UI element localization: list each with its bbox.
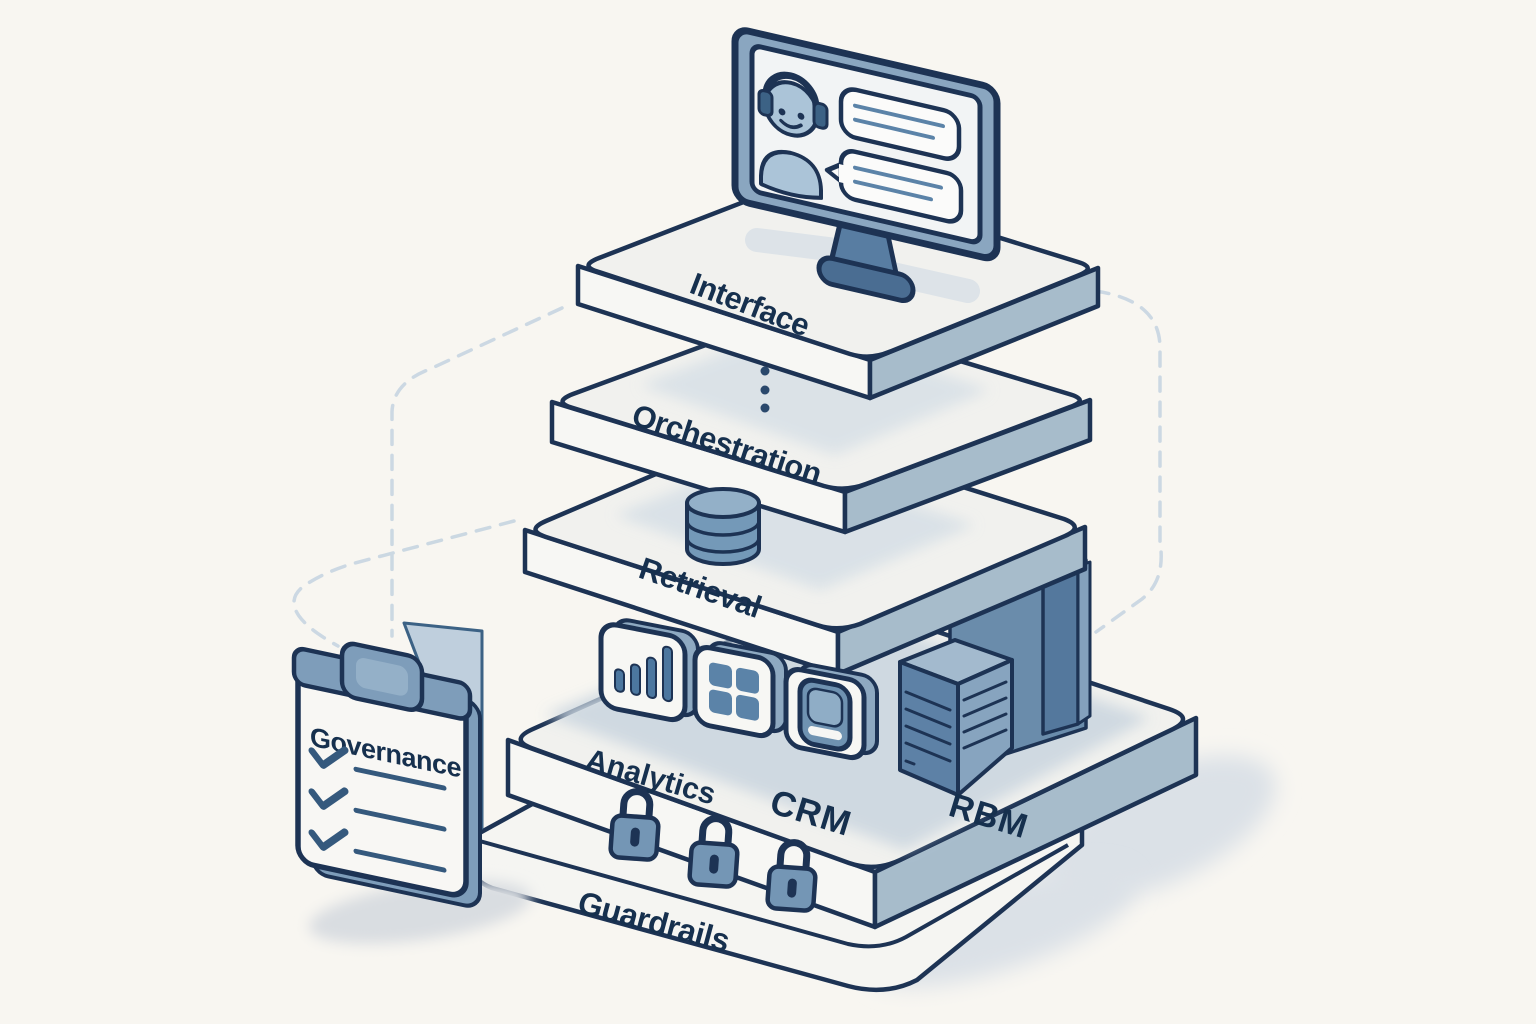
clipboard-clip-inner [356, 658, 408, 696]
check-icon [308, 746, 349, 769]
server-tower-icon [898, 638, 1014, 797]
database-icon [685, 487, 761, 566]
monitor-base [816, 255, 916, 304]
checklist-line [353, 766, 447, 791]
grid-tile [692, 641, 788, 739]
chat-bubble-icon [824, 149, 964, 224]
grid-icon [709, 662, 759, 721]
headset-icon [762, 71, 820, 111]
dashed-outline-right [1093, 289, 1163, 634]
governance-clipboard: Governance [291, 641, 482, 908]
layer-orchestration: Orchestration [549, 313, 1093, 535]
check-icon [308, 828, 349, 851]
checklist-row [308, 787, 447, 832]
analytics-tile [598, 618, 700, 723]
check-icon [308, 787, 349, 810]
monitor-chat-icon [731, 27, 1001, 304]
checklist-row [308, 828, 447, 873]
dashed-outline-left [390, 306, 564, 638]
chat-bubble-icon [838, 87, 962, 161]
crm-tile [783, 663, 879, 761]
checklist-row [308, 746, 447, 791]
dotted-connector [760, 366, 770, 413]
support-agent-icon [757, 71, 829, 200]
dashed-outline-lower-left [292, 519, 516, 648]
bar-chart-icon [614, 645, 673, 703]
checklist-line [353, 848, 447, 873]
base-platform-front-fold [475, 838, 1069, 949]
checklist-line [353, 807, 447, 832]
contact-card-icon [797, 677, 853, 752]
